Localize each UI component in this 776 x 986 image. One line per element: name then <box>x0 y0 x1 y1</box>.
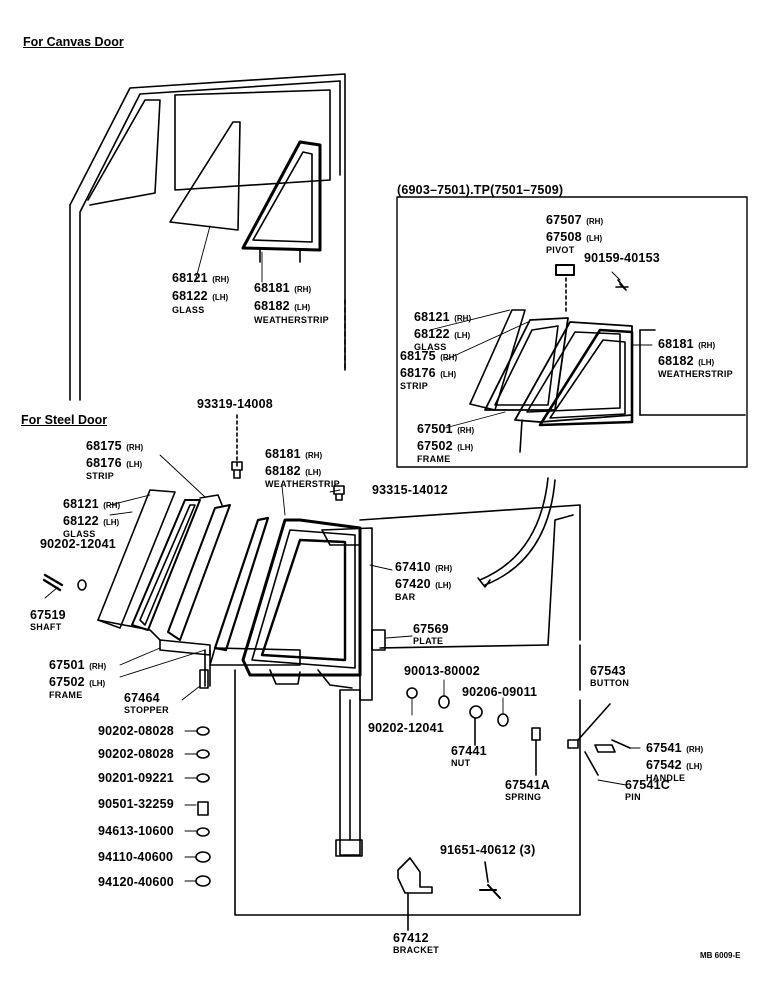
inset-strip-label: 68175 (RH) 68176 (LH) STRIP <box>400 349 458 391</box>
inset-glass-label: 68121 (RH) 68122 (LH) GLASS <box>414 310 472 352</box>
inset-weatherstrip-label: 68181 (RH) 68182 (LH) WEATHERSTRIP <box>658 337 733 379</box>
shaft-washer-label: 90202-12041 <box>40 537 116 551</box>
reference-code: MB 6009-E <box>700 951 741 960</box>
canvas-weatherstrip-label: 68181 (RH) 68182 (LH) WEATHERSTRIP <box>254 281 329 325</box>
bracket-label: 67412 BRACKET <box>393 931 440 955</box>
screw-mid-label: 93315-14012 <box>372 483 448 497</box>
bracket-part <box>397 857 433 931</box>
hw-label-7: 94120-40600 <box>98 875 174 889</box>
washer-a-label: 90013-80002 <box>404 664 480 678</box>
canvas-glass-label: 68121 (RH) 68122 (LH) GLASS <box>172 271 230 315</box>
bolt-label: 91651-40612 (3) <box>440 843 536 857</box>
nut-label: 67441 NUT <box>451 744 487 768</box>
bar-part <box>321 527 373 857</box>
stopper-label: 67464 STOPPER <box>124 691 169 715</box>
plate-label: 67569 PLATE <box>413 622 449 646</box>
handle-label: 67541 (RH) 67542 (LH) HANDLE <box>646 741 704 783</box>
steel-glass-label: 68121 (RH) 68122 (LH) GLASS <box>63 497 121 539</box>
pin-label: 67541C PIN <box>625 778 670 802</box>
inset-pivot <box>555 264 629 313</box>
steel-door-heading: For Steel Door <box>21 413 108 427</box>
steel-frame-label: 67501 (RH) 67502 (LH) FRAME <box>49 658 107 700</box>
inset-screw-label: 90159-40153 <box>584 251 660 265</box>
canvas-door-frame <box>69 73 346 401</box>
bar-label: 67410 (RH) 67420 (LH) BAR <box>395 560 453 602</box>
leader-lines <box>44 225 653 882</box>
screw-top-label: 93319-14008 <box>197 397 273 411</box>
hw-label-3: 90201-09221 <box>98 771 174 785</box>
steel-strip-label: 68175 (RH) 68176 (LH) STRIP <box>86 439 144 481</box>
steel-frame <box>159 504 301 687</box>
inset-window-assembly <box>469 309 634 453</box>
bolt-part <box>479 861 501 899</box>
canvas-glass <box>169 121 241 231</box>
steel-glass <box>97 489 176 641</box>
steel-weatherstrip-label: 68181 (RH) 68182 (LH) WEATHERSTRIP <box>265 447 340 489</box>
inset-frame-label: 67501 (RH) 67502 (LH) FRAME <box>417 422 475 464</box>
inset-box <box>396 196 748 468</box>
hw-label-6: 94110-40600 <box>98 850 174 864</box>
washer-c-label: 90202-12041 <box>368 721 444 735</box>
inset-heading: (6903–7501).TP(7501–7509) <box>397 183 564 197</box>
washer-b-label: 90206-09011 <box>462 685 538 699</box>
steel-weatherstrip <box>241 518 362 689</box>
plate-part <box>371 629 386 651</box>
hw-label-4: 90501-32259 <box>98 797 174 811</box>
washers-column <box>195 726 211 887</box>
canvas-weatherstrip <box>241 140 322 263</box>
shaft-label: 67519 SHAFT <box>30 608 66 632</box>
shaft-part <box>42 573 87 592</box>
handle-assembly <box>567 703 631 776</box>
button-label: 67543 BUTTON <box>590 664 630 688</box>
hw-label-2: 90202-08028 <box>98 747 174 761</box>
inset-pivot-label: 67507 (RH) 67508 (LH) PIVOT <box>546 213 604 255</box>
spring-label: 67541A SPRING <box>505 778 550 802</box>
stopper-part <box>199 669 209 689</box>
hw-label-1: 90202-08028 <box>98 724 174 738</box>
hw-label-5: 94613-10600 <box>98 824 174 838</box>
screw-top <box>231 414 243 479</box>
canvas-door-heading: For Canvas Door <box>23 35 124 49</box>
